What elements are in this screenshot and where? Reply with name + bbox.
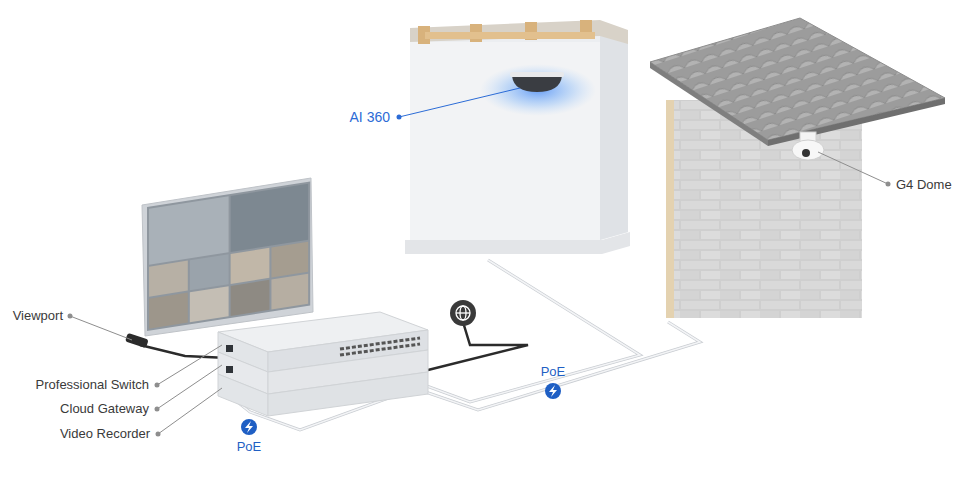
rack-stack <box>218 312 428 416</box>
callout-label: Video Recorder <box>60 426 150 442</box>
poe-icon <box>545 383 561 399</box>
poe-icon <box>241 419 257 435</box>
callout-label: Professional Switch <box>36 377 149 393</box>
callout-label: AI 360 <box>350 109 390 125</box>
callout-label: PoE <box>541 364 566 380</box>
leader-lines <box>68 88 891 437</box>
ai360-camera <box>510 72 564 92</box>
brick-wall <box>650 18 945 318</box>
viewport-device <box>125 333 149 348</box>
ai360-glow <box>480 64 596 116</box>
callout-label: G4 Dome <box>896 177 952 193</box>
callout-label: PoE <box>237 439 262 455</box>
g4-dome-camera <box>792 132 824 160</box>
internet-globe <box>450 300 476 326</box>
callout-label: Viewport <box>13 308 63 324</box>
monitor <box>142 178 313 336</box>
callout-label: Cloud Gateway <box>60 401 149 417</box>
interior-wall <box>405 20 630 254</box>
